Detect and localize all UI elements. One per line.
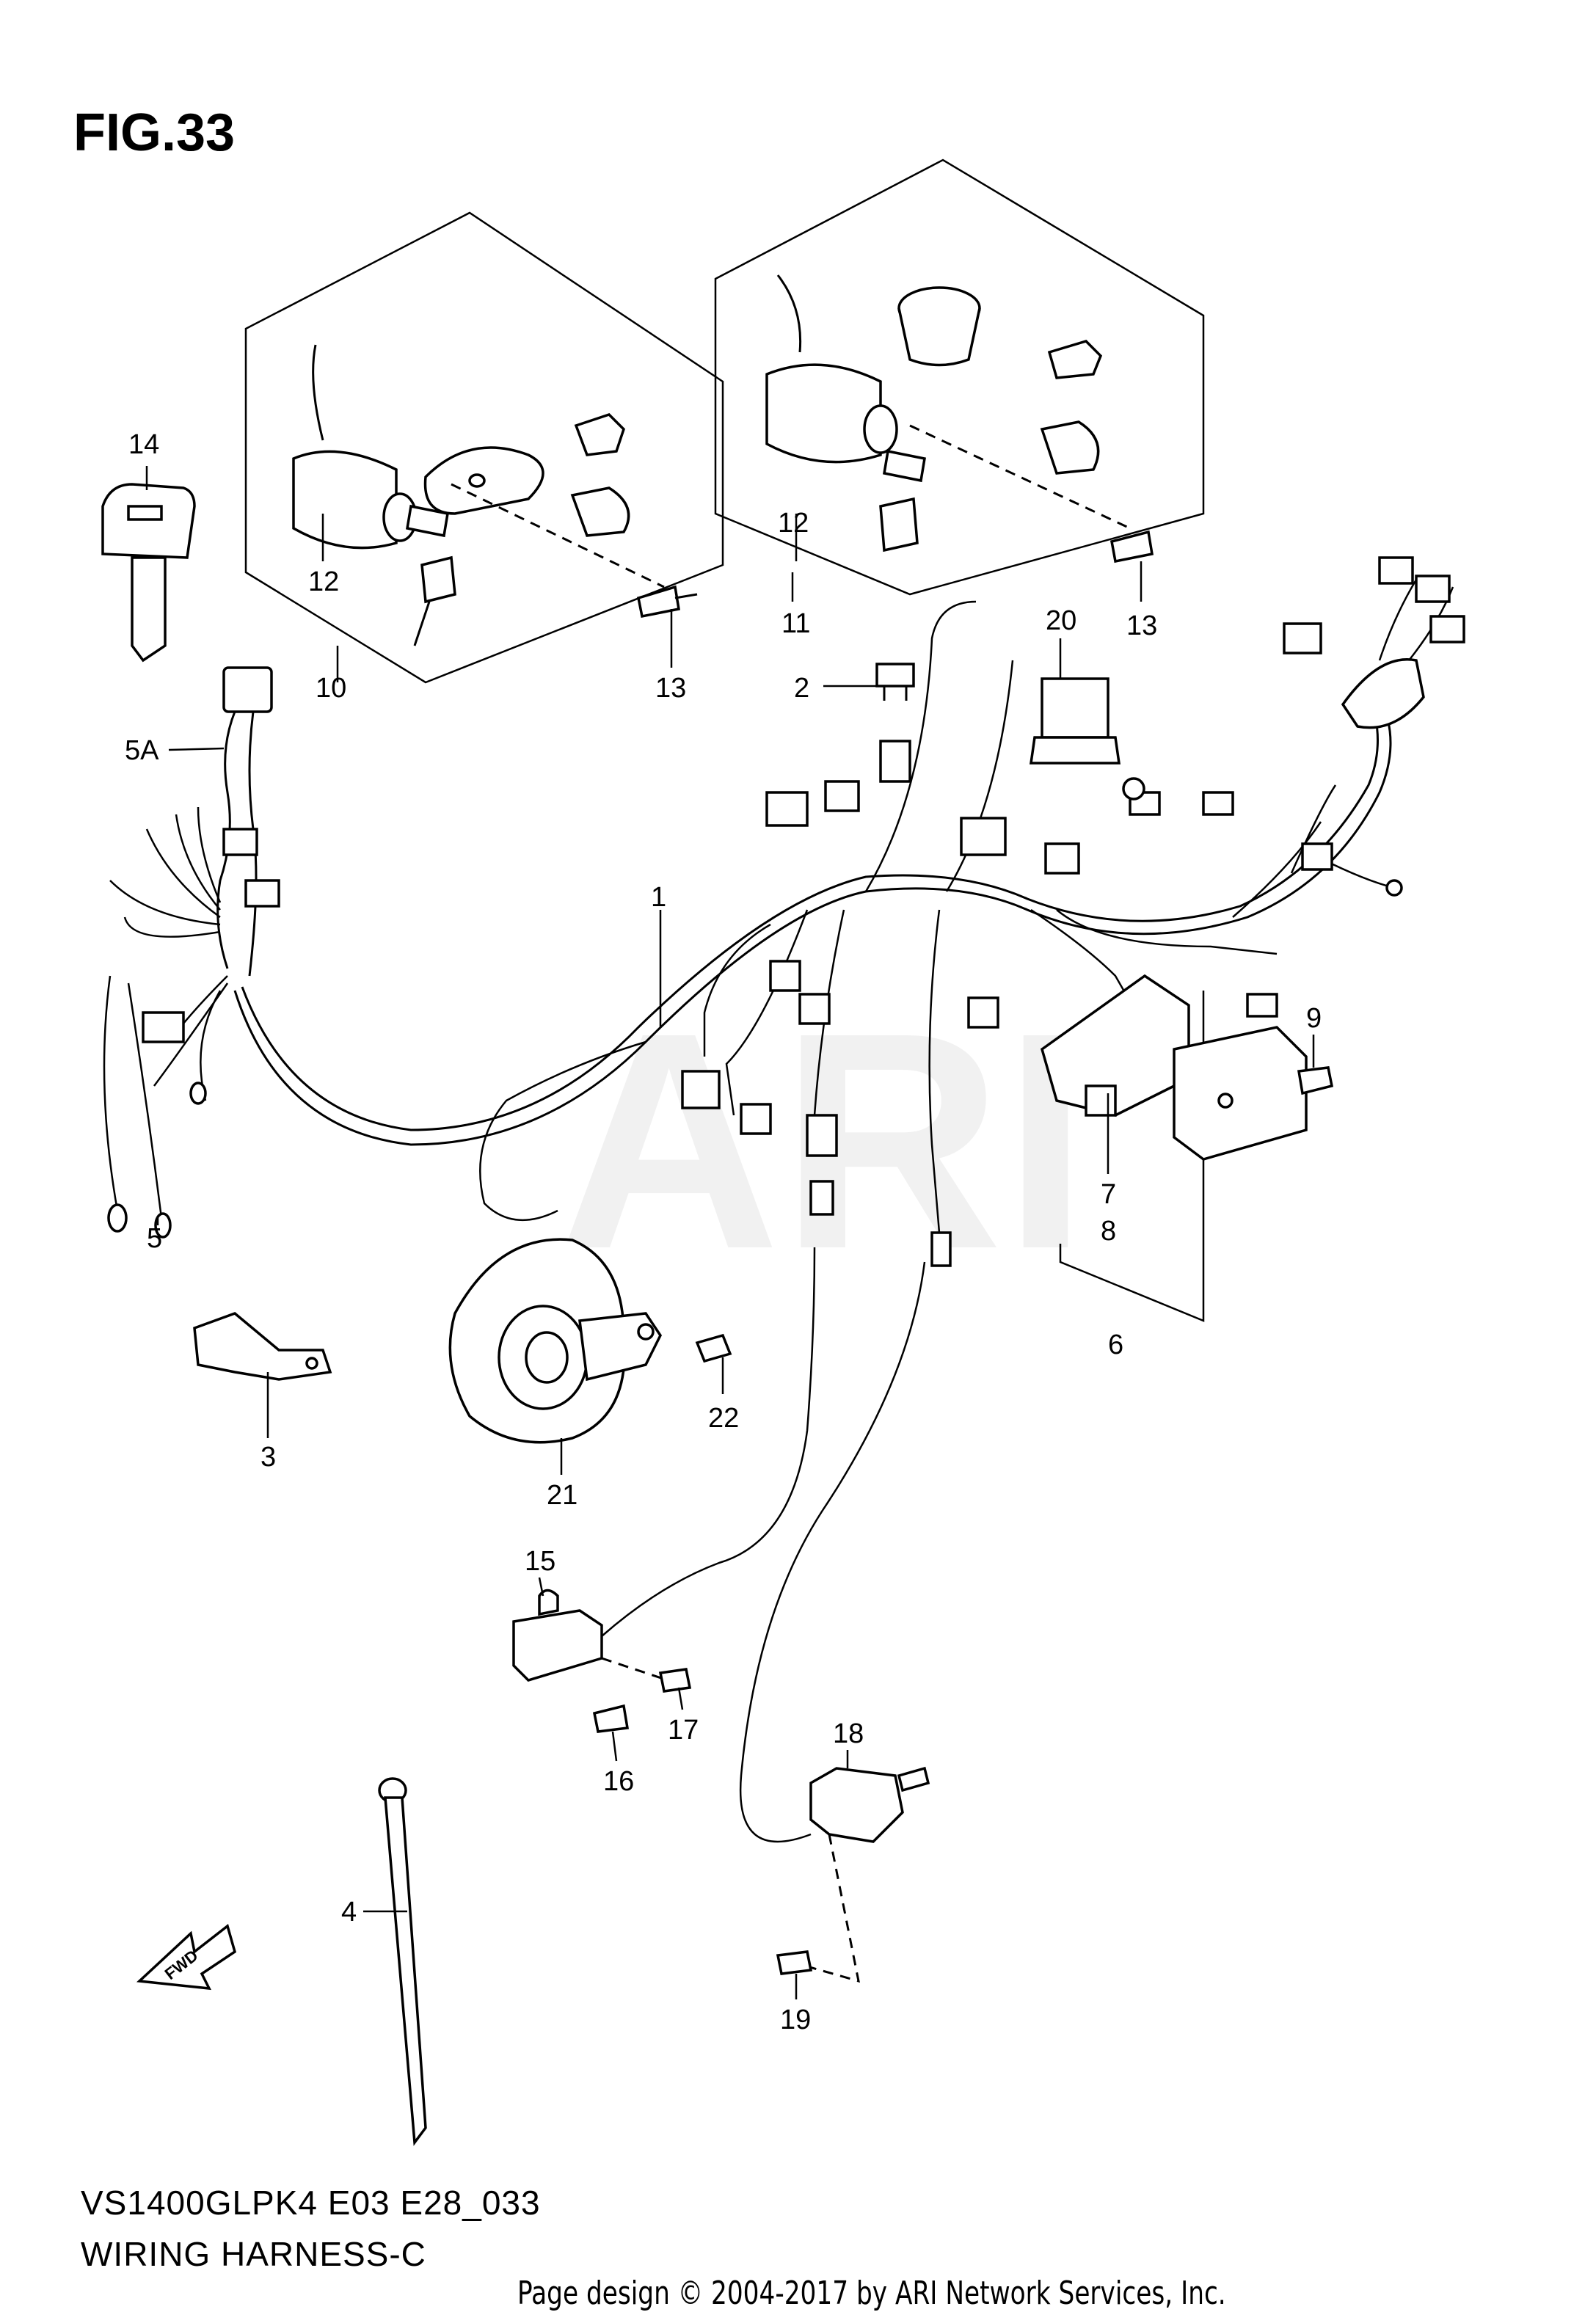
callout-12a: 12: [308, 566, 339, 597]
lock-parts-10: [570, 412, 630, 537]
leader-dash-17: [601, 1657, 668, 1682]
ignition-key-14[interactable]: [101, 483, 196, 663]
model-code: VS1400GLPK4 E03 E28_033: [81, 2184, 541, 2222]
callout-17: 17: [668, 1715, 699, 1746]
callout-8: 8: [1101, 1216, 1116, 1247]
leader-dash-19: [806, 1834, 860, 1983]
main-wiring-harness-1[interactable]: [233, 556, 1465, 1267]
callout-18: 18: [833, 1718, 864, 1749]
screw-9: [1297, 1066, 1334, 1095]
callout-9: 9: [1306, 1003, 1322, 1034]
copyright-notice: Page design © 2004-2017 by ARI Network S…: [517, 2275, 1226, 2312]
ignition-switch-12a[interactable]: [292, 344, 456, 646]
callout-5a: 5A: [125, 735, 159, 766]
ignition-cover: [423, 446, 544, 515]
callout-21: 21: [547, 1480, 577, 1511]
lock-parts-11: [1040, 340, 1103, 475]
leader-lines: [145, 466, 1315, 1999]
horn-21[interactable]: [448, 1238, 663, 1444]
callout-6: 6: [1108, 1330, 1123, 1360]
sub-harness-5[interactable]: [103, 666, 280, 1239]
diagram-name: WIRING HARNESS-C: [81, 2235, 426, 2273]
callout-15: 15: [525, 1546, 555, 1577]
ignition-cap: [897, 286, 981, 367]
screw-13a: [636, 585, 698, 619]
cable-tie-4[interactable]: [378, 1777, 427, 2146]
screw-17: [658, 1668, 692, 1693]
screw-16: [592, 1704, 630, 1733]
callout-3: 3: [260, 1442, 276, 1473]
fuse-2[interactable]: [875, 663, 915, 701]
bracket-3[interactable]: [193, 1312, 332, 1381]
callout-14: 14: [128, 429, 159, 460]
ignition-kit-frame-10: [244, 211, 724, 684]
callout-labels: 14 12 10 13 12 11 13 20 2 5A 1 5 9 7 8 6…: [125, 429, 1322, 2035]
relay-20[interactable]: [1029, 677, 1121, 765]
callout-12b: 12: [778, 508, 809, 539]
callout-7: 7: [1101, 1179, 1116, 1210]
ignition-switch-12b[interactable]: [765, 274, 927, 553]
screw-19: [776, 1950, 813, 1975]
switch-18[interactable]: [739, 1261, 930, 1843]
regulator-unit-6[interactable]: [1040, 974, 1308, 1322]
callout-1: 1: [651, 882, 666, 913]
callout-19: 19: [780, 2005, 811, 2035]
callout-22: 22: [708, 1403, 739, 1434]
fwd-arrow-icon: FWD: [136, 1924, 237, 1991]
callout-11: 11: [781, 608, 810, 639]
screw-13b: [1109, 530, 1154, 564]
callout-20: 20: [1046, 605, 1076, 636]
callout-16: 16: [603, 1766, 634, 1797]
figure-title: FIG.33: [73, 103, 236, 162]
callout-2: 2: [794, 673, 809, 704]
callout-5: 5: [147, 1223, 162, 1254]
bolt-22: [695, 1333, 732, 1363]
ignition-kit-frame-11: [714, 158, 1205, 596]
leader-dash-13b: [909, 424, 1131, 530]
leader-dash-13a: [451, 483, 665, 588]
callout-4: 4: [341, 1897, 357, 1928]
callout-13a: 13: [655, 673, 686, 704]
callout-13b: 13: [1126, 610, 1157, 641]
callout-10: 10: [316, 673, 346, 704]
